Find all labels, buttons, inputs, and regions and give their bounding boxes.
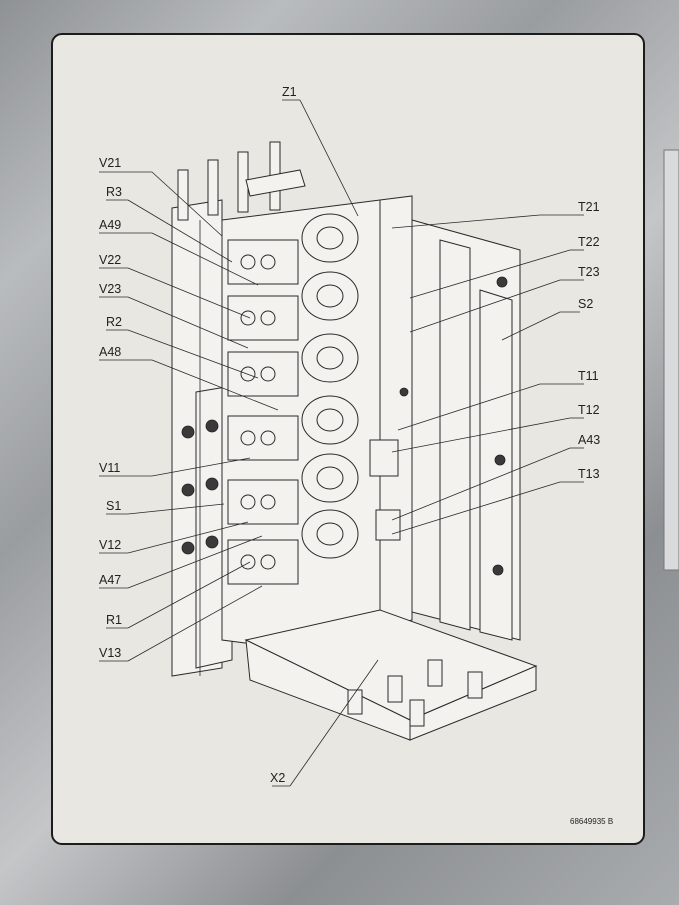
assembly-drawing — [171, 141, 538, 741]
label-v11: V11 — [99, 461, 120, 475]
label-t11: T11 — [578, 369, 599, 383]
left-labels: V21 R3 A49 V22 V23 R2 A48 V11 S1 V12 A47… — [99, 156, 122, 660]
label-t12: T12 — [578, 403, 600, 417]
label-a47: A47 — [99, 573, 121, 587]
label-v12: V12 — [99, 538, 121, 552]
label-t23: T23 — [578, 265, 600, 279]
label-r2: R2 — [106, 315, 122, 329]
right-labels: T21 T22 T23 S2 T11 T12 A43 T13 — [578, 200, 600, 481]
label-a48: A48 — [99, 345, 121, 359]
label-v21: V21 — [99, 156, 121, 170]
label-t13: T13 — [578, 467, 600, 481]
label-x2: X2 — [270, 771, 285, 785]
label-t21: T21 — [578, 200, 600, 214]
leader-lines — [99, 99, 584, 787]
label-a43: A43 — [578, 433, 600, 447]
label-v13: V13 — [99, 646, 121, 660]
label-t22: T22 — [578, 235, 600, 249]
label-a49: A49 — [99, 218, 121, 232]
label-s2: S2 — [578, 297, 593, 311]
label-s1: S1 — [106, 499, 121, 513]
label-r3: R3 — [106, 185, 122, 199]
label-v22: V22 — [99, 253, 121, 267]
label-r1: R1 — [106, 613, 122, 627]
label-z1: Z1 — [282, 85, 297, 99]
enclosure-bracket — [663, 149, 679, 571]
document-number: 68649935 B — [570, 817, 613, 826]
label-v23: V23 — [99, 282, 121, 296]
